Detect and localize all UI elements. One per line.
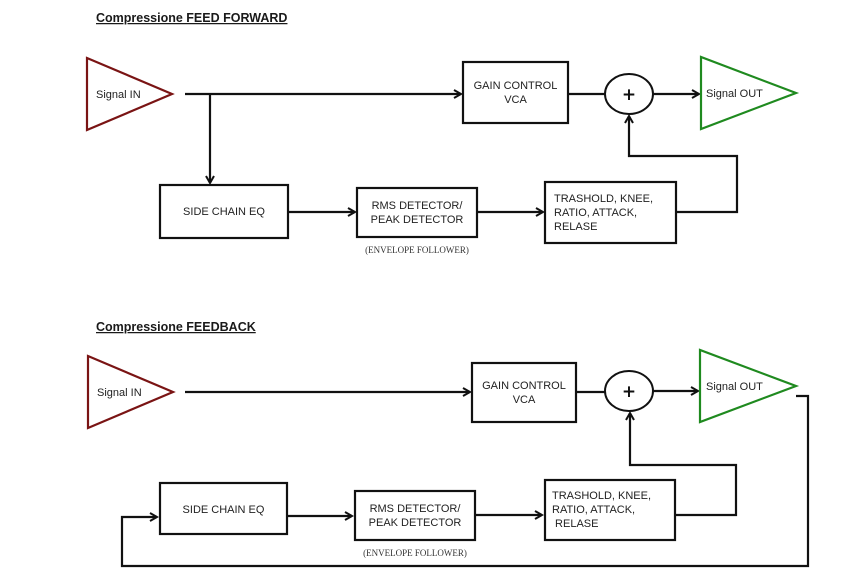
signal-in-label: Signal IN	[97, 387, 142, 399]
wire-params-to-sum	[629, 116, 739, 214]
gain-control-label-1: GAIN CONTROL	[482, 380, 566, 392]
side-chain-eq-label: SIDE CHAIN EQ	[183, 504, 265, 516]
wire-output-feedback-loop	[120, 394, 810, 568]
parameters-label-1: TRASHOLD, KNEE,	[554, 193, 653, 205]
gain-control-box	[461, 60, 570, 125]
gain-control-box	[470, 361, 578, 424]
parameters-label-2: RATIO, ATTACK,	[552, 504, 635, 516]
detector-label-2: PEAK DETECTOR	[371, 214, 464, 226]
envelope-follower-caption: (ENVELOPE FOLLOWER)	[365, 245, 469, 255]
plus-icon: +	[622, 382, 636, 402]
detector-label-1: RMS DETECTOR/	[372, 200, 464, 212]
signal-out-label: Signal OUT	[706, 381, 763, 393]
parameters-label-3: RELASE	[554, 221, 597, 233]
feedback-title: Compressione FEEDBACK	[96, 320, 256, 334]
side-chain-eq-label: SIDE CHAIN EQ	[183, 206, 265, 218]
gain-control-label-2: VCA	[513, 394, 536, 406]
signal-in-triangle	[85, 56, 175, 132]
detector-label-2: PEAK DETECTOR	[369, 517, 462, 529]
parameters-label-3: RELASE	[552, 518, 598, 530]
side-chain-eq-box	[158, 183, 290, 240]
feed-forward-title: Compressione FEED FORWARD	[96, 11, 287, 25]
gain-control-label-2: VCA	[504, 94, 527, 106]
plus-icon: +	[622, 85, 636, 105]
signal-out-label: Signal OUT	[706, 88, 763, 100]
signal-in-label: Signal IN	[96, 89, 141, 101]
detector-label-1: RMS DETECTOR/	[370, 503, 462, 515]
wire-params-to-sum	[630, 413, 738, 517]
gain-control-label-1: GAIN CONTROL	[474, 80, 558, 92]
feed-forward-diagram: Compressione FEED FORWARD Signal IN GAIN…	[85, 11, 800, 255]
parameters-label-1: TRASHOLD, KNEE,	[552, 490, 651, 502]
signal-in-triangle	[86, 354, 176, 430]
detector-box	[355, 186, 479, 239]
side-chain-eq-box	[158, 481, 289, 536]
signal-out-triangle	[699, 55, 800, 131]
detector-box	[353, 489, 477, 542]
parameters-box	[543, 180, 678, 245]
envelope-follower-caption: (ENVELOPE FOLLOWER)	[363, 548, 467, 558]
feedback-diagram: Compressione FEEDBACK Signal IN GAIN CON…	[86, 320, 810, 568]
signal-out-triangle	[698, 348, 800, 424]
parameters-label-2: RATIO, ATTACK,	[554, 207, 637, 219]
parameters-box	[543, 478, 677, 542]
